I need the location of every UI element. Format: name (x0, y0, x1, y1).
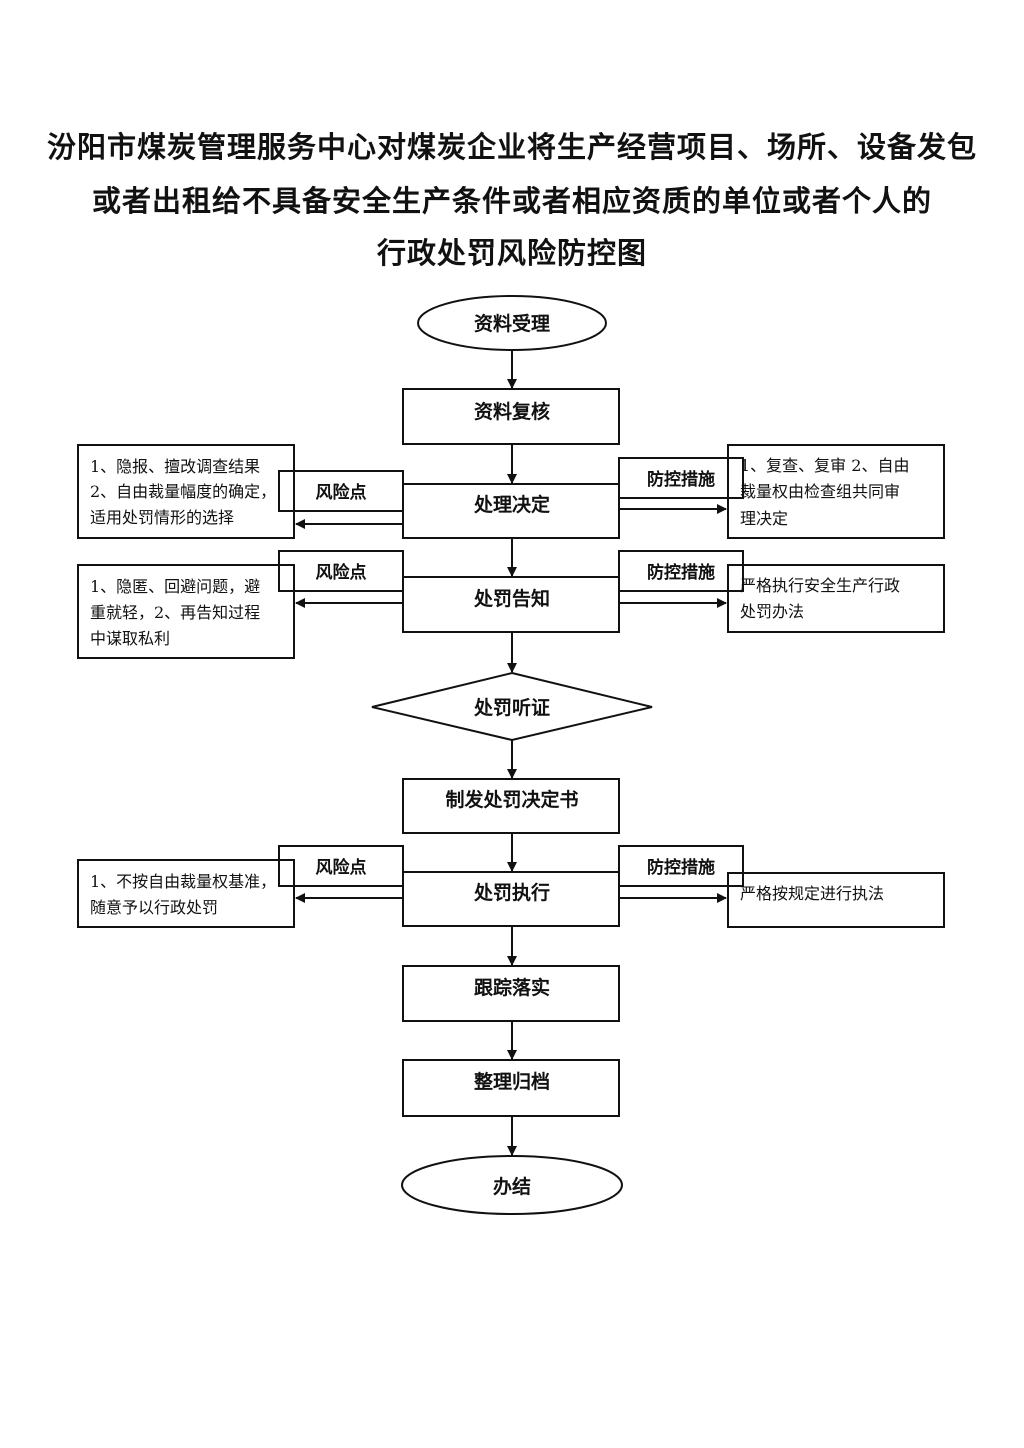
risk-tag-label: 风险点 (316, 857, 367, 878)
title-line-3: 行政处罚风险防控图 (376, 236, 647, 270)
risk-tag-decision (278, 470, 404, 512)
control-text-line: 严格执行安全生产行政 (740, 576, 900, 595)
control-tag-decision (618, 457, 744, 499)
risk-text-line: 2、自由裁量幅度的确定， (90, 482, 276, 501)
end-node (401, 1155, 623, 1215)
risk-text-line: 重就轻，2、再告知过程 (90, 603, 260, 622)
notice-box (402, 576, 620, 633)
risk-text-line: 1、隐报、擅改调查结果 (90, 457, 260, 476)
control-tag-label: 防控措施 (647, 857, 715, 878)
start-node (417, 295, 607, 351)
risk-text-line: 1、隐匿、回避问题，避 (90, 577, 260, 596)
risk-box-decision (77, 444, 295, 539)
issue-label: 制发处罚决定书 (445, 788, 578, 811)
control-tag-label: 防控措施 (647, 562, 715, 583)
title-line-1: 汾阳市煤炭管理服务中心对煤炭企业将生产经营项目、场所、设备发包 (46, 130, 977, 164)
review-box (402, 388, 620, 445)
control-box-notice (727, 564, 945, 633)
control-text-line: 1、复查、复审 2、自由 (740, 456, 909, 475)
control-tag-notice (618, 550, 744, 592)
control-box-execute (727, 872, 945, 928)
hearing-label: 处罚听证 (473, 696, 550, 719)
archive-label: 整理归档 (474, 1070, 550, 1093)
execute-label: 处罚执行 (473, 881, 550, 904)
decision-label: 处理决定 (473, 493, 550, 516)
risk-tag-label: 风险点 (316, 482, 367, 503)
start-label: 资料受理 (474, 312, 550, 335)
title-line-2: 或者出租给不具备安全生产条件或者相应资质的单位或者个人的 (91, 184, 932, 218)
risk-tag-notice (278, 550, 404, 592)
notice-label: 处罚告知 (473, 587, 550, 610)
risk-text-line: 中谋取私利 (90, 629, 170, 648)
control-text-line: 处罚办法 (740, 602, 804, 621)
end-label: 办结 (493, 1175, 531, 1198)
risk-box-notice (77, 564, 295, 659)
control-text-line: 理决定 (740, 509, 788, 528)
hearing-diamond (371, 671, 653, 742)
control-tag-execute (618, 845, 744, 887)
control-box-decision (727, 444, 945, 539)
control-tag-label: 防控措施 (647, 469, 715, 490)
track-box (402, 965, 620, 1022)
risk-text-line: 1、不按自由裁量权基准， (90, 872, 276, 891)
control-text-line: 严格按规定进行执法 (740, 884, 884, 903)
control-text-line: 裁量权由检查组共同审 (740, 482, 900, 501)
risk-text-line: 适用处罚情形的选择 (90, 508, 234, 527)
risk-tag-execute (278, 845, 404, 887)
risk-tag-label: 风险点 (316, 562, 367, 583)
archive-box (402, 1059, 620, 1117)
review-label: 资料复核 (474, 400, 550, 423)
risk-box-execute (77, 859, 295, 928)
issue-box (402, 778, 620, 834)
risk-text-line: 随意予以行政处罚 (90, 898, 218, 917)
track-label: 跟踪落实 (474, 976, 550, 999)
